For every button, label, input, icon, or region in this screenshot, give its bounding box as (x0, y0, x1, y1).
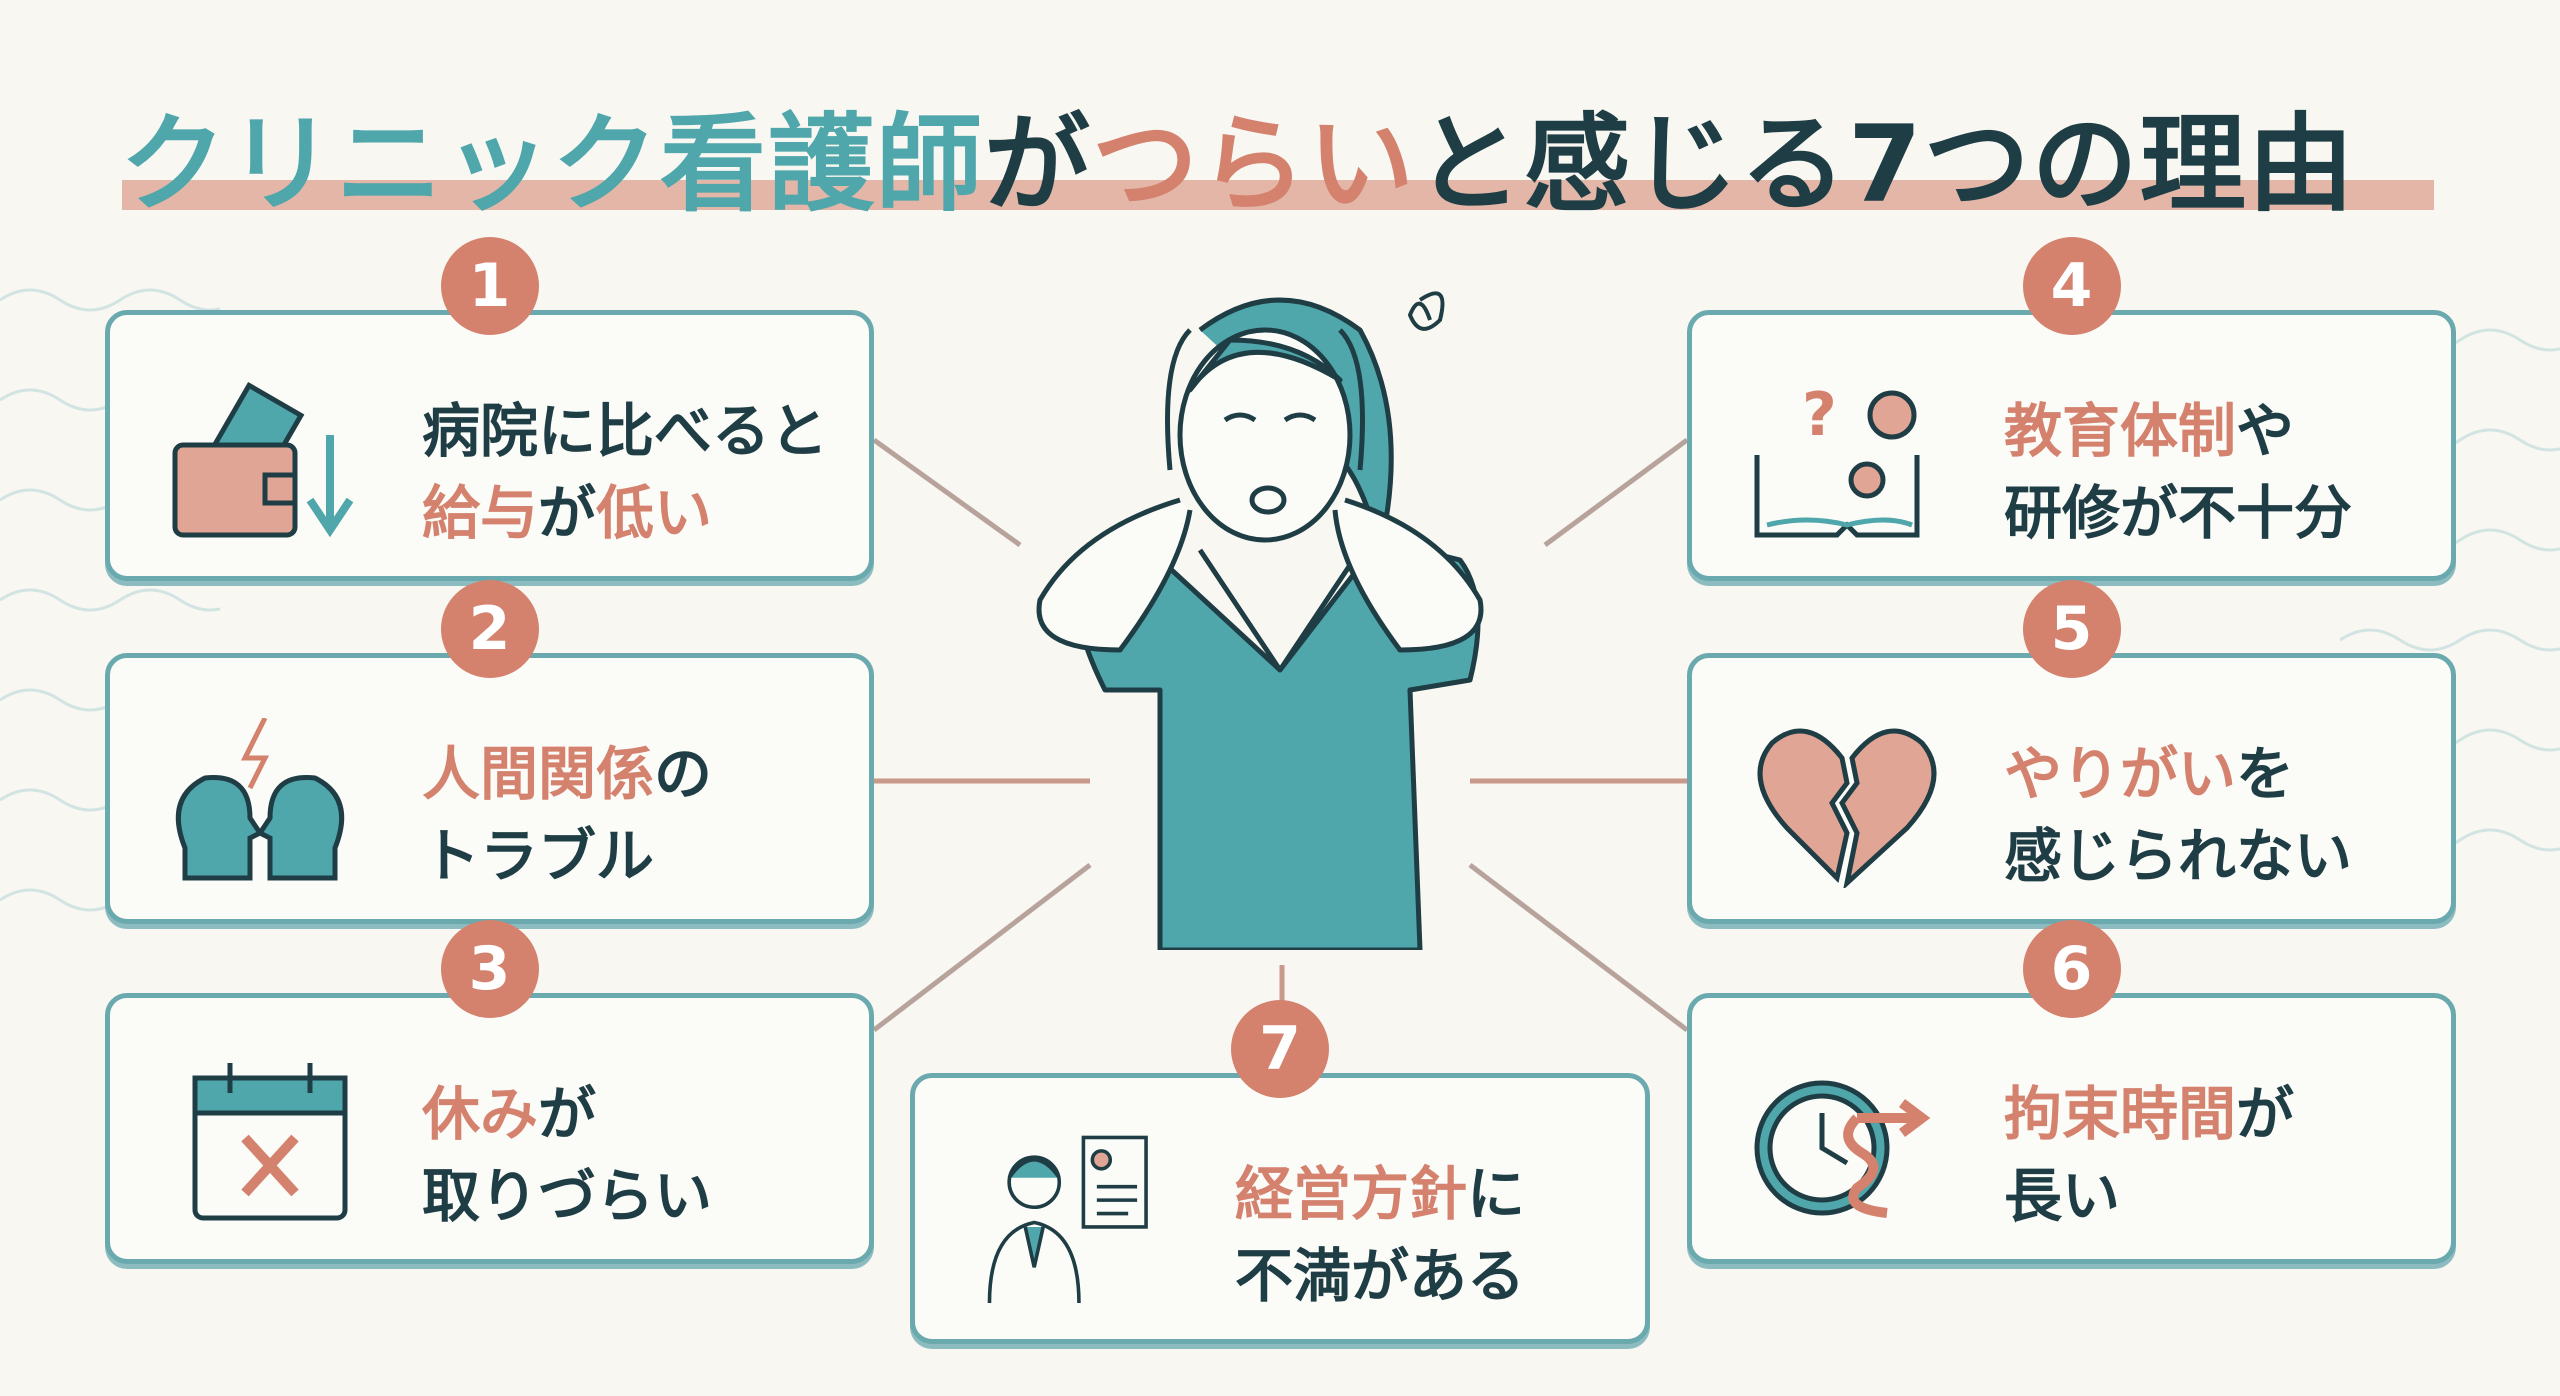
reason-text: に (1467, 1160, 1526, 1228)
reason-text: が (538, 479, 597, 547)
svg-text:?: ? (1802, 380, 1837, 450)
title-part: と感じる7つの理由 (1416, 103, 2356, 226)
conflict-heads-icon (175, 718, 345, 881)
reason-highlight: 人間関係 (422, 740, 655, 808)
reason-text-line2: 感じられない (2004, 822, 2353, 890)
reason-text-line2: 取りづらい (422, 1162, 713, 1230)
reason-text-line2: 長い (2004, 1162, 2121, 1230)
connector-1 (872, 437, 1022, 548)
reason-card-1: 1 病院に比べると給与が低い (105, 237, 874, 581)
stressed-nurse-illustration (1036, 291, 1484, 950)
wallet-down-icon (172, 381, 354, 538)
reason-highlight: やりがい (2004, 740, 2237, 808)
title-part: が (984, 103, 1092, 226)
reason-text-line2: 研修が不十分 (2004, 479, 2353, 547)
reason-text: が (538, 1080, 597, 1148)
connector-6 (1468, 863, 1689, 1032)
number-badge: 3 (440, 920, 539, 1018)
reason-card-5: 5 やりがいを感じられない (1687, 580, 2456, 924)
doctor-document-icon (987, 1135, 1148, 1303)
number-badge: 7 (1231, 1000, 1329, 1098)
number-badge: 6 (2022, 920, 2121, 1018)
calendar-x-icon (192, 1063, 348, 1221)
connector-4 (1543, 437, 1689, 548)
reason-text-line2: トラブル (422, 822, 655, 890)
title-underline (122, 180, 2434, 210)
reason-card-4: 4 ? 教育体制や研修が不十分 (1687, 237, 2456, 581)
reason-highlight: 拘束時間 (2004, 1080, 2237, 1148)
reason-text: が (2236, 1080, 2295, 1148)
reason-card-3: 3 休みが取りづらい (105, 920, 874, 1264)
reason-highlight: 休み (422, 1080, 539, 1148)
broken-heart-icon (1757, 728, 1937, 888)
reason-text-line1: 病院に比べると (422, 397, 829, 465)
reason-card-6: 6 拘束時間が長い (1687, 920, 2456, 1264)
reason-text: や (2236, 397, 2295, 465)
page-title: クリニック看護師がつらいと感じる7つの理由 (120, 78, 2356, 232)
reason-highlight: 経営方針 (1235, 1160, 1468, 1228)
book-gears-icon: ? (1754, 380, 1920, 538)
reason-text: の (654, 740, 713, 808)
number-badge: 2 (440, 580, 539, 678)
dizzy-swirl-icon (1407, 291, 1445, 331)
number-badge: 4 (2022, 237, 2121, 335)
reason-highlight: 低い (596, 479, 713, 547)
reason-highlight: 教育体制 (2004, 397, 2237, 465)
title-part: つらい (1092, 103, 1416, 226)
reason-card-7: 7 経営方針に不満がある (910, 1000, 1650, 1344)
clock-arrow-icon (1754, 1080, 1931, 1218)
reason-text-line2: 不満がある (1235, 1242, 1526, 1310)
reason-highlight: 給与 (422, 479, 539, 547)
connector-3 (872, 863, 1092, 1032)
number-badge: 1 (440, 237, 539, 335)
number-badge: 5 (2022, 580, 2121, 678)
reason-card-2: 2 人間関係のトラブル (105, 580, 874, 924)
title-part: クリニック看護師 (120, 103, 984, 226)
reason-text: を (2236, 740, 2295, 808)
